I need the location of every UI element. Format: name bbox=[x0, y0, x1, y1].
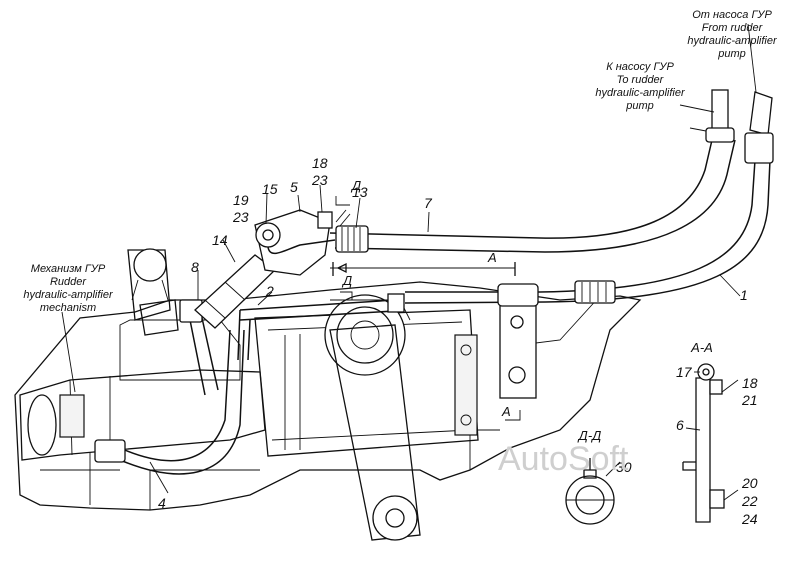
mechanism-en-3: mechanism bbox=[40, 302, 96, 314]
callout-15: 15 bbox=[262, 181, 278, 197]
leader-lines bbox=[61, 23, 757, 494]
callout-14: 14 bbox=[212, 232, 228, 248]
callout-1: 1 bbox=[740, 287, 748, 303]
callout-4: 4 bbox=[158, 495, 166, 511]
callout-8: 8 bbox=[191, 259, 199, 275]
callout-13: 13 bbox=[352, 184, 368, 200]
callout-5: 5 bbox=[290, 179, 298, 195]
callout-18-top: 18 bbox=[312, 155, 328, 171]
valve-14 bbox=[194, 254, 276, 329]
callout-23-top: 23 bbox=[311, 172, 328, 188]
mechanism-ru: Механизм ГУР bbox=[31, 263, 106, 275]
to-pump-ru: К насосу ГУР bbox=[606, 61, 674, 73]
callout-24: 24 bbox=[741, 511, 758, 527]
pipe-2 bbox=[237, 293, 405, 361]
fitting-15-bracket-5 bbox=[254, 209, 351, 276]
callout-30: 30 bbox=[616, 459, 632, 475]
callout-22: 22 bbox=[741, 493, 758, 509]
from-pump-ru: От насоса ГУР bbox=[692, 9, 772, 21]
hose-1 bbox=[404, 159, 771, 304]
pipe-4 bbox=[94, 329, 245, 475]
section-a-bottom: A bbox=[501, 404, 511, 419]
section-a-top: A bbox=[487, 250, 497, 265]
pipe-8 bbox=[179, 299, 219, 396]
callout-numbers: 1 2 4 5 6 7 8 13 14 15 17 18 23 19 23 18… bbox=[158, 155, 758, 527]
section-d-arrows bbox=[335, 196, 353, 300]
callout-21: 21 bbox=[741, 392, 758, 408]
caption-to-pump: К насосу ГУР To rudder hydraulic-amplifi… bbox=[595, 61, 686, 112]
caption-mechanism: Механизм ГУР Rudder hydraulic-amplifier … bbox=[23, 263, 114, 314]
section-d-top: Д bbox=[350, 178, 361, 193]
to-pump-en-2: hydraulic-amplifier bbox=[595, 87, 686, 99]
mechanism-en-2: hydraulic-amplifier bbox=[23, 289, 114, 301]
pump-supply-fitting bbox=[744, 91, 774, 164]
from-pump-en-2: hydraulic-amplifier bbox=[687, 35, 778, 47]
watermark: AutoSoft bbox=[498, 440, 629, 478]
callout-23-left: 23 bbox=[232, 209, 249, 225]
section-labels: Д Д A A А-А Д-Д bbox=[341, 178, 713, 443]
section-aa-detail bbox=[682, 363, 739, 523]
section-d-mid: Д bbox=[341, 273, 352, 288]
hose-7 bbox=[329, 139, 736, 253]
pump-return-fitting bbox=[689, 89, 735, 143]
caption-from-pump: От насоса ГУР From rudder hydraulic-ampl… bbox=[687, 9, 778, 60]
callout-2: 2 bbox=[265, 283, 274, 299]
callout-7: 7 bbox=[424, 195, 433, 211]
callout-6: 6 bbox=[676, 417, 684, 433]
section-a-arrows bbox=[330, 262, 521, 421]
mechanism-en-1: Rudder bbox=[50, 276, 87, 288]
to-pump-en-1: To rudder bbox=[617, 74, 665, 86]
steering-mechanism-block bbox=[19, 319, 266, 461]
callout-17: 17 bbox=[676, 364, 693, 380]
section-dd-title: Д-Д bbox=[577, 428, 602, 443]
from-pump-en-3: pump bbox=[717, 48, 746, 60]
to-pump-en-3: pump bbox=[625, 100, 654, 112]
callout-19: 19 bbox=[233, 192, 249, 208]
section-aa-title: А-А bbox=[690, 340, 713, 355]
pitman-arm bbox=[329, 324, 421, 541]
from-pump-en-1: From rudder bbox=[702, 22, 764, 34]
steering-column-joint bbox=[127, 248, 179, 336]
section-dd-detail bbox=[565, 458, 621, 525]
clamp-bracket bbox=[497, 283, 539, 399]
callout-20: 20 bbox=[741, 475, 758, 491]
callout-18-aa: 18 bbox=[742, 375, 758, 391]
